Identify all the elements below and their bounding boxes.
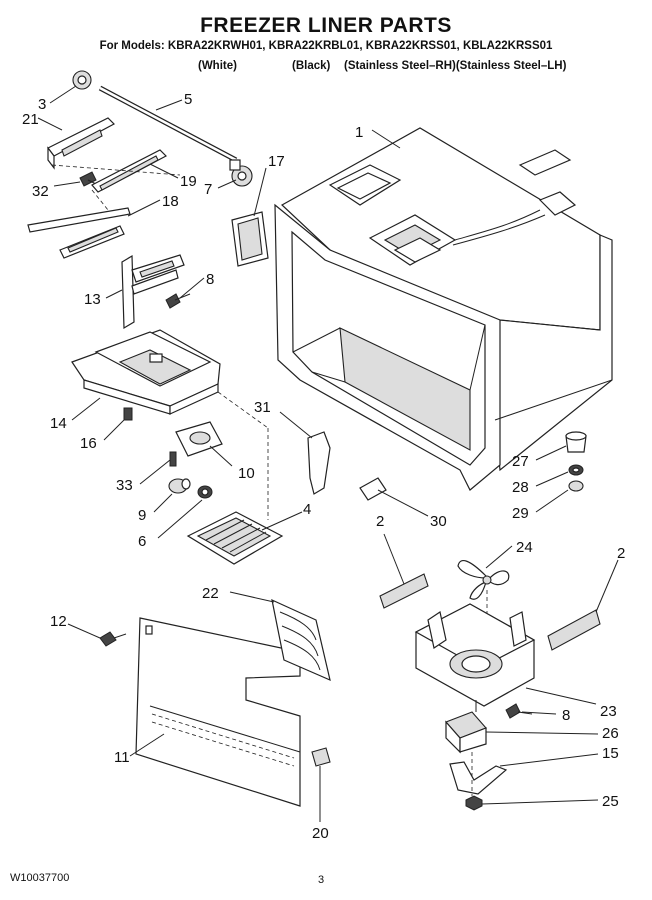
screw-part-8b: [505, 703, 533, 719]
callout-8a: 8: [206, 271, 214, 288]
screw-part-8a: [165, 293, 191, 309]
callout-13: 13: [84, 291, 101, 308]
part-29: [568, 480, 584, 492]
knob-part-9: [168, 478, 191, 494]
callout-18: 18: [162, 193, 179, 210]
callout-2b: 2: [617, 545, 625, 562]
part-30: [359, 477, 387, 501]
rail-part-18: [27, 207, 131, 259]
motor-part-26: [445, 700, 487, 754]
callout-22: 22: [202, 585, 219, 602]
duct-part-31: [307, 431, 331, 495]
callout-23: 23: [600, 703, 617, 720]
freezer-liner-part: [274, 127, 613, 491]
callout-8b: 8: [562, 707, 570, 724]
callout-16: 16: [80, 435, 97, 452]
variant-black: (Black): [292, 60, 331, 72]
callout-3: 3: [38, 96, 46, 113]
gear-part-3: [72, 70, 92, 90]
callout-31: 31: [254, 399, 271, 416]
callout-10: 10: [238, 465, 255, 482]
screw-part-33: [169, 451, 177, 467]
callout-19: 19: [180, 173, 197, 190]
cover-panel-part-11: [135, 617, 301, 807]
callout-25: 25: [602, 793, 619, 810]
gear-part-7: [229, 159, 253, 187]
part-27: [565, 431, 587, 453]
duct-part-22: [271, 598, 331, 682]
callout-numbers: 1 2 2 3 4 5 7 8 8 9 10 11 12 13 14 15 16…: [22, 91, 625, 842]
callout-14: 14: [50, 415, 67, 432]
damper-part-10: [175, 421, 223, 457]
rod-part-5: [98, 85, 238, 163]
document-number: W10037700: [10, 872, 70, 884]
callout-20: 20: [312, 825, 329, 842]
callout-28: 28: [512, 479, 529, 496]
callout-17: 17: [268, 153, 285, 170]
pad-part-2b: [547, 609, 601, 651]
bracket-part-15: [449, 761, 508, 795]
ring-part-6: [197, 485, 213, 499]
grille-part-4: [186, 511, 284, 565]
callout-11: 11: [114, 749, 130, 766]
callout-15: 15: [602, 745, 619, 762]
model-list: For Models: KBRA22KRWH01, KBRA22KRBL01, …: [99, 40, 553, 52]
callout-6: 6: [138, 533, 146, 550]
callout-32: 32: [32, 183, 49, 200]
callout-26: 26: [602, 725, 619, 742]
variant-stainless: (Stainless Steel–RH)(Stainless Steel–LH): [344, 60, 567, 72]
callout-30: 30: [430, 513, 447, 530]
callout-24: 24: [516, 539, 533, 556]
pad-part-2a: [379, 573, 429, 609]
callout-1: 1: [355, 124, 363, 141]
bracket-part-13: [121, 254, 185, 330]
callout-2a: 2: [376, 513, 384, 530]
fan-housing-part-23: [414, 603, 536, 707]
leader-lines: [37, 85, 619, 822]
callout-27: 27: [512, 453, 529, 470]
page-number: 3: [318, 874, 325, 886]
screw-part-12: [99, 631, 127, 647]
strip-part-20: [311, 747, 331, 767]
variant-white: (White): [198, 60, 237, 72]
fan-blade-part-24: [457, 559, 510, 600]
callout-9: 9: [138, 507, 146, 524]
clip-part-16: [123, 407, 133, 421]
nut-part-25: [465, 795, 483, 811]
callout-4: 4: [303, 501, 311, 518]
callout-12: 12: [50, 613, 67, 630]
filter-part-17: [231, 211, 269, 267]
callout-7: 7: [204, 181, 212, 198]
callout-33: 33: [116, 477, 133, 494]
page-title: FREEZER LINER PARTS: [200, 14, 452, 37]
bracket-part-21: [47, 117, 115, 170]
callout-5: 5: [184, 91, 192, 108]
callout-21: 21: [22, 111, 39, 128]
housing-part-14: [71, 329, 221, 415]
callout-29: 29: [512, 505, 529, 522]
washer-part-28: [568, 464, 584, 476]
